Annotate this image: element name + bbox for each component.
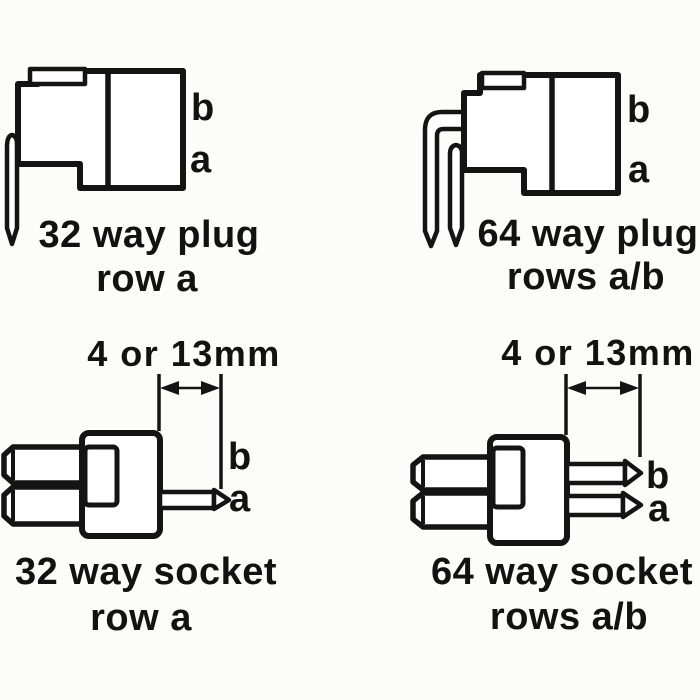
socket64-row-b-label: b xyxy=(646,455,669,497)
panel-plug-64: b a 64 way plug rows a/b xyxy=(422,70,699,298)
plug32-caption-line1: 32 way plug xyxy=(39,214,260,256)
socket32-caption-line2: row a xyxy=(90,597,192,639)
socket64-caption-line2: rows a/b xyxy=(490,596,648,638)
socket64-pin-a-shaft xyxy=(564,493,626,518)
plug64-housing xyxy=(461,72,621,196)
plug64-row-b-label: b xyxy=(627,89,650,131)
socket32-caption-line1: 32 way socket xyxy=(15,551,277,593)
plug64-caption-line1: 64 way plug xyxy=(478,213,699,255)
socket64-caption-line1: 64 way socket xyxy=(431,551,693,593)
plug32-row-b-label: b xyxy=(191,87,214,129)
socket64-pin-b-shaft xyxy=(564,461,628,486)
socket64-key-recess xyxy=(490,445,526,510)
panel-socket-64: 4 or 13mm b a 64 way socket rows a/b xyxy=(410,332,695,638)
socket64-pin-a-tip xyxy=(620,490,644,520)
plug32-polarizing-key xyxy=(27,66,88,87)
plug64-bent-pin-inner xyxy=(447,142,465,248)
socket64-terminal-block-top xyxy=(410,454,503,493)
socket32-dimension-label: 4 or 13mm xyxy=(87,333,281,374)
socket32-pin-a-tip xyxy=(211,487,232,512)
socket64-dim-arrowhead-left xyxy=(567,381,586,395)
socket32-dim-arrowhead-right xyxy=(201,381,220,395)
plug64-bent-pin-outer xyxy=(422,109,467,249)
socket64-terminal-block-bottom xyxy=(410,490,503,530)
socket32-row-a-label: a xyxy=(229,478,251,520)
socket32-pin-a-shaft xyxy=(157,489,217,511)
plug64-caption-line2: rows a/b xyxy=(507,256,665,298)
socket64-pin-b-tip xyxy=(622,458,644,488)
plug64-row-a-label: a xyxy=(628,149,650,191)
socket32-row-b-label: b xyxy=(228,436,251,478)
plug64-polarizing-key xyxy=(479,70,527,91)
socket32-dim-arrowhead-left xyxy=(160,381,179,395)
socket64-dim-arrowhead-right xyxy=(620,381,639,395)
socket64-row-a-label: a xyxy=(648,488,670,530)
socket32-key-recess xyxy=(82,444,120,508)
plug32-row-a-label: a xyxy=(190,139,212,181)
socket64-dimension-label: 4 or 13mm xyxy=(501,332,695,373)
panel-socket-32: 4 or 13mm b a 32 way socket row a xyxy=(1,333,281,639)
plug32-housing xyxy=(15,68,186,191)
panel-plug-32: b a 32 way plug row a xyxy=(4,66,260,300)
plug32-caption-line2: row a xyxy=(96,258,198,300)
